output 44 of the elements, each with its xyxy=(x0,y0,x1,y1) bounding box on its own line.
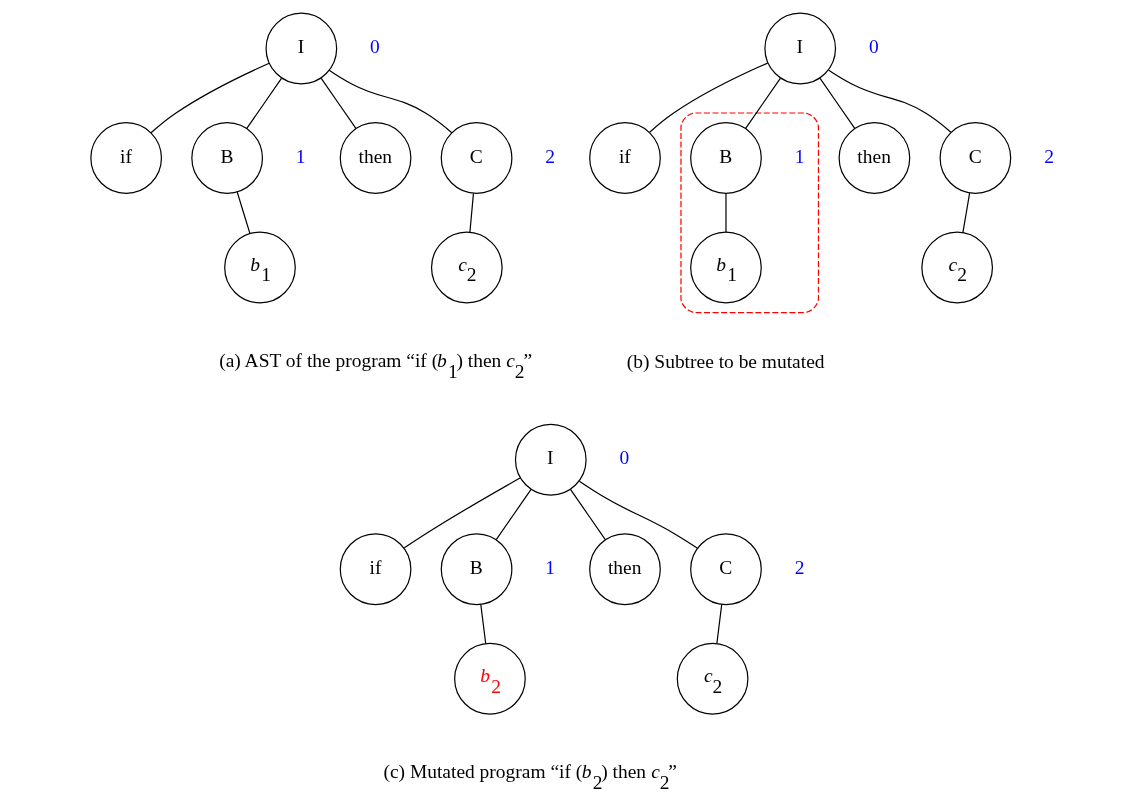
node-label: 2 xyxy=(544,145,555,167)
node-label: 0 xyxy=(369,36,380,58)
node-circle: if xyxy=(89,122,162,194)
connector xyxy=(578,480,698,549)
label: (b) Subtree to be mutated xyxy=(626,351,825,373)
connector xyxy=(569,489,606,541)
connector xyxy=(495,489,531,541)
connector xyxy=(245,77,282,129)
connector xyxy=(403,477,521,549)
node-circle: B xyxy=(190,122,263,194)
node-label: 2 xyxy=(794,556,804,578)
connector xyxy=(827,69,951,133)
node-circle: I xyxy=(264,12,337,85)
node-circle: then xyxy=(588,533,661,606)
node-circle: C xyxy=(689,533,762,606)
node-label: 1 xyxy=(295,145,306,167)
connector xyxy=(328,69,452,134)
node-circle: B xyxy=(440,533,512,606)
node-circle: B xyxy=(689,122,762,194)
connector xyxy=(715,603,722,645)
connector xyxy=(724,193,727,233)
node-circle: I xyxy=(763,12,836,85)
connector xyxy=(648,62,768,133)
connector xyxy=(479,603,486,645)
connector xyxy=(149,62,270,134)
node-label: 1 xyxy=(794,145,804,167)
node-circle: C xyxy=(440,122,512,194)
node-label: 0 xyxy=(619,447,629,469)
connector xyxy=(961,192,970,234)
node-label: 2 xyxy=(1043,145,1054,167)
cluster xyxy=(679,112,819,314)
connector xyxy=(468,193,474,233)
node-circle: then xyxy=(838,122,910,194)
connector xyxy=(819,77,855,129)
node-circle: if xyxy=(339,533,411,606)
node-label: 0 xyxy=(868,36,879,58)
connector xyxy=(744,77,781,129)
node-circle: C xyxy=(939,122,1011,194)
connector xyxy=(236,191,250,235)
node-circle: if xyxy=(588,122,661,194)
connector xyxy=(320,77,356,129)
node-label: 1 xyxy=(544,556,555,578)
node-circle: then xyxy=(339,122,411,194)
node-circle: I xyxy=(514,423,587,496)
